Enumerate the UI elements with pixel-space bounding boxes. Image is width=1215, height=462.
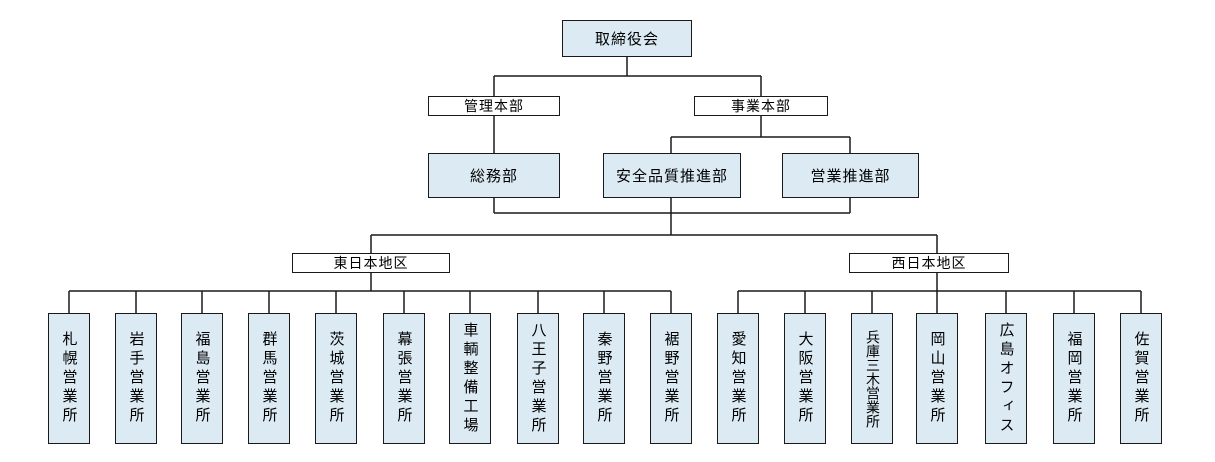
office-box: 広島オフィス — [985, 313, 1027, 444]
business-division-label: 事業本部 — [731, 99, 791, 115]
office-box: 裾野営業所 — [650, 313, 692, 444]
office-box: 八王子営業所 — [517, 313, 559, 444]
general-affairs-box: 総務部 — [428, 153, 560, 198]
office-label: 岡山営業所 — [928, 331, 947, 426]
office-box: 茨城営業所 — [315, 313, 357, 444]
office-box: 車輌整備工場 — [449, 313, 491, 444]
office-box: 福島営業所 — [181, 313, 223, 444]
office-label: 愛知営業所 — [729, 331, 748, 426]
general-affairs-label: 総務部 — [469, 167, 518, 185]
office-label: 車輌整備工場 — [461, 321, 480, 436]
office-label: 八王子営業所 — [529, 321, 548, 436]
board-label: 取締役会 — [594, 30, 659, 48]
office-box: 札幌営業所 — [48, 313, 90, 444]
board-box: 取締役会 — [562, 20, 692, 57]
admin-division-label: 管理本部 — [464, 99, 524, 115]
office-box: 大阪営業所 — [784, 313, 826, 444]
office-label: 茨城営業所 — [327, 331, 346, 426]
safety-quality-box: 安全品質推進部 — [603, 153, 741, 198]
west-region-label: 西日本地区 — [891, 256, 967, 272]
east-region-box: 東日本地区 — [292, 253, 450, 273]
office-box: 愛知営業所 — [717, 313, 759, 444]
office-box: 兵庫三木営業所 — [851, 313, 893, 444]
business-division-box: 事業本部 — [694, 96, 828, 116]
office-label: 岩手営業所 — [127, 331, 146, 426]
office-label: 札幌営業所 — [60, 331, 79, 426]
office-box: 秦野営業所 — [583, 313, 625, 444]
admin-division-box: 管理本部 — [428, 96, 560, 116]
east-region-label: 東日本地区 — [333, 256, 409, 272]
office-label: 福岡営業所 — [1065, 331, 1084, 426]
office-label: 秦野営業所 — [595, 331, 614, 426]
office-label: 兵庫三木営業所 — [864, 329, 880, 428]
office-box: 岩手営業所 — [115, 313, 157, 444]
sales-promotion-label: 営業推進部 — [810, 167, 891, 185]
office-box: 福岡営業所 — [1053, 313, 1095, 444]
office-box: 佐賀営業所 — [1120, 313, 1162, 444]
office-label: 幕張営業所 — [395, 331, 414, 426]
office-label: 佐賀営業所 — [1132, 331, 1151, 426]
office-box: 岡山営業所 — [916, 313, 958, 444]
office-label: 裾野営業所 — [662, 331, 681, 426]
office-label: 広島オフィス — [997, 321, 1016, 436]
office-box: 群馬営業所 — [248, 313, 290, 444]
office-box: 幕張営業所 — [383, 313, 425, 444]
office-label: 福島営業所 — [193, 331, 212, 426]
office-label: 大阪営業所 — [796, 331, 815, 426]
office-label: 群馬営業所 — [260, 331, 279, 426]
sales-promotion-box: 営業推進部 — [782, 153, 919, 198]
safety-quality-label: 安全品質推進部 — [615, 167, 728, 185]
west-region-box: 西日本地区 — [849, 253, 1009, 273]
